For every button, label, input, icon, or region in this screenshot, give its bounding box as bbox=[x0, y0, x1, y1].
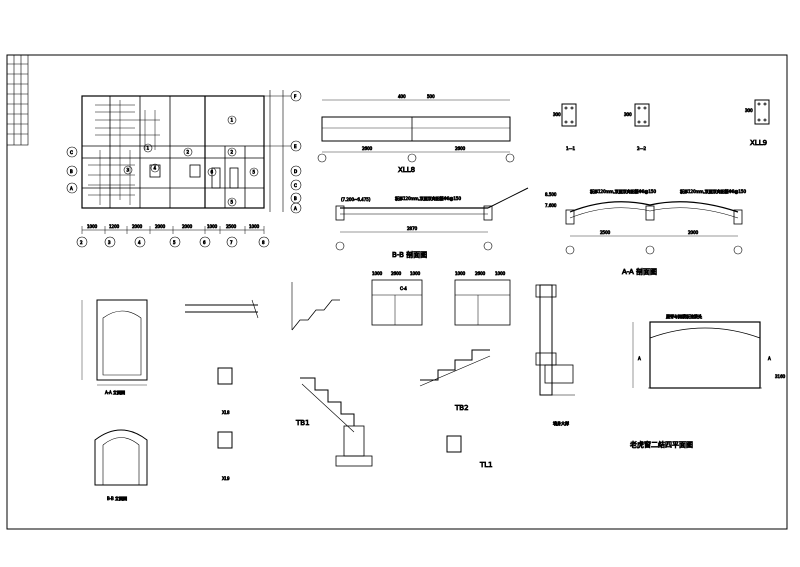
floor-plan: 1 1 2 2 3 4 6 5 5 F E D C B A C B A bbox=[66, 90, 302, 248]
axis-label: A bbox=[638, 356, 641, 361]
dimension-text: 2500 bbox=[600, 230, 611, 235]
detail-label: TB2 bbox=[454, 404, 469, 412]
axis-label: 5 bbox=[173, 240, 176, 245]
room-number: 1 bbox=[231, 118, 234, 123]
level-text: 7.600 bbox=[545, 203, 557, 208]
dimension-text: 400 bbox=[398, 94, 406, 99]
section-xll9: XLL9 300 bbox=[745, 99, 770, 147]
beam-tl1: TL1 bbox=[446, 435, 493, 469]
level-text: 8.500 bbox=[545, 192, 557, 197]
room-number: 6 bbox=[211, 170, 214, 175]
detail-label: C-4 bbox=[400, 286, 407, 291]
axis-label: C bbox=[294, 183, 297, 188]
room-number: 2 bbox=[231, 150, 234, 155]
axis-label: 4 bbox=[138, 240, 141, 245]
dimension-text: 2000 bbox=[155, 224, 166, 229]
slab-note: 板厚120mm,双层双向配筋Φ8@150 bbox=[395, 195, 461, 201]
axis-label: E bbox=[294, 144, 297, 149]
axis-label: D bbox=[294, 169, 297, 174]
section-label: XL9 bbox=[222, 476, 230, 481]
dimension-text: 1000 bbox=[207, 224, 218, 229]
axis-label: F bbox=[294, 94, 297, 99]
beam-label: XLL8 bbox=[398, 166, 415, 174]
gate-elevation-2: B-B 立面图 bbox=[94, 429, 148, 501]
axis-label: 3 bbox=[108, 240, 111, 245]
section-label: 1—1 bbox=[566, 146, 576, 151]
dimension-text: 2600 bbox=[391, 271, 402, 276]
detail-title: A-A 立面图 bbox=[105, 389, 125, 395]
axis-label: B bbox=[294, 196, 297, 201]
section-title: A-A 剖面图 bbox=[622, 267, 657, 276]
room-number: 4 bbox=[154, 166, 157, 171]
c4-plan-2: 1000 2600 1000 bbox=[454, 271, 511, 326]
dimension-text: 2000 bbox=[182, 224, 193, 229]
title-block-strip bbox=[6, 54, 29, 146]
detail-title: 老虎窗二结四平面图 bbox=[630, 440, 693, 449]
section-2-2: 2—2 300 bbox=[624, 103, 650, 151]
detail-label: TB1 bbox=[295, 419, 310, 427]
axis-label: A bbox=[294, 206, 297, 211]
dimension-text: 2870 bbox=[407, 226, 418, 231]
section-title: B-B 剖面图 bbox=[392, 250, 427, 259]
dimension-text: 2000 bbox=[132, 224, 143, 229]
beam-detail bbox=[185, 299, 259, 319]
dimension-text: 300 bbox=[624, 112, 632, 117]
axis-label: A bbox=[768, 356, 771, 361]
room-number: 5 bbox=[253, 170, 256, 175]
room-number: 2 bbox=[187, 150, 190, 155]
gate-elevation-1: A-A 立面图 bbox=[81, 299, 148, 395]
xl-section-2: XL9 bbox=[217, 431, 233, 481]
beam-xll8: 400 500 2600 2600 XLL8 bbox=[317, 94, 515, 174]
axis-label: C bbox=[70, 150, 73, 155]
dimension-text: 1000 bbox=[495, 271, 506, 276]
axis-label: A bbox=[70, 186, 73, 191]
section-a-a: 8.500 7.600 板厚120mm,双层双向配筋Φ8@150 板厚120mm… bbox=[545, 188, 747, 277]
dimension-text: 500 bbox=[427, 94, 435, 99]
dimension-text: 1000 bbox=[87, 224, 98, 229]
level-text: (7.200~6.475) bbox=[341, 197, 371, 202]
section-b-b: (7.200~6.475) 板厚120mm,双层双向配筋Φ8@150 2870 … bbox=[335, 187, 529, 259]
slab-note: 板厚120mm,双层双向配筋Φ8@150 bbox=[590, 188, 656, 194]
dormer-elevation: 屋脊与阁楼板连接处 A A 3160 老虎窗二结四平面图 bbox=[630, 313, 786, 450]
dimension-text: 1000 bbox=[455, 271, 466, 276]
xl-section-1: XL8 bbox=[217, 367, 233, 415]
dimension-text: 2000 bbox=[688, 230, 699, 235]
dimension-text: 1000 bbox=[410, 271, 421, 276]
axis-label: 2 bbox=[80, 240, 83, 245]
dimension-text: 2600 bbox=[362, 146, 373, 151]
section-label: XLL9 bbox=[750, 139, 767, 147]
dimension-text: 2500 bbox=[226, 224, 237, 229]
dimension-text: 1200 bbox=[109, 224, 120, 229]
dimension-text: 300 bbox=[745, 108, 753, 113]
section-label: XL8 bbox=[222, 410, 230, 415]
axis-label: B bbox=[70, 169, 73, 174]
c4-plan-1: 1000 2600 1000 C-4 bbox=[371, 271, 423, 326]
axis-label: 6 bbox=[203, 240, 206, 245]
room-number: 1 bbox=[147, 146, 150, 151]
slab-note-2: 板厚120mm,双层双向配筋Φ8@150 bbox=[680, 188, 746, 194]
detail-title: B-B 立面图 bbox=[107, 495, 127, 501]
room-number: 5 bbox=[231, 200, 234, 205]
section-label: 2—2 bbox=[637, 146, 647, 151]
dimension-text: 1000 bbox=[249, 224, 260, 229]
dimension-text: 2600 bbox=[455, 146, 466, 151]
wall-section: 墙身大样 bbox=[535, 284, 575, 426]
sheet-border bbox=[6, 54, 788, 530]
detail-note: 屋脊与阁楼板连接处 bbox=[666, 313, 702, 319]
stair-tb2: TB2 bbox=[419, 349, 491, 412]
dimension-text: 2600 bbox=[475, 271, 486, 276]
dimension-text: 1000 bbox=[372, 271, 383, 276]
dimension-text: 300 bbox=[553, 112, 561, 117]
axis-label: 7 bbox=[230, 240, 233, 245]
detail-label: TL1 bbox=[479, 461, 493, 469]
stair-section-small bbox=[291, 282, 340, 331]
section-1-1: 1—1 300 bbox=[553, 103, 577, 151]
room-number: 3 bbox=[127, 168, 130, 173]
stair-tb1: TB1 bbox=[295, 377, 373, 467]
detail-title: 墙身大样 bbox=[553, 420, 569, 426]
axis-label: 8 bbox=[262, 240, 265, 245]
dimension-text: 3160 bbox=[775, 374, 786, 379]
